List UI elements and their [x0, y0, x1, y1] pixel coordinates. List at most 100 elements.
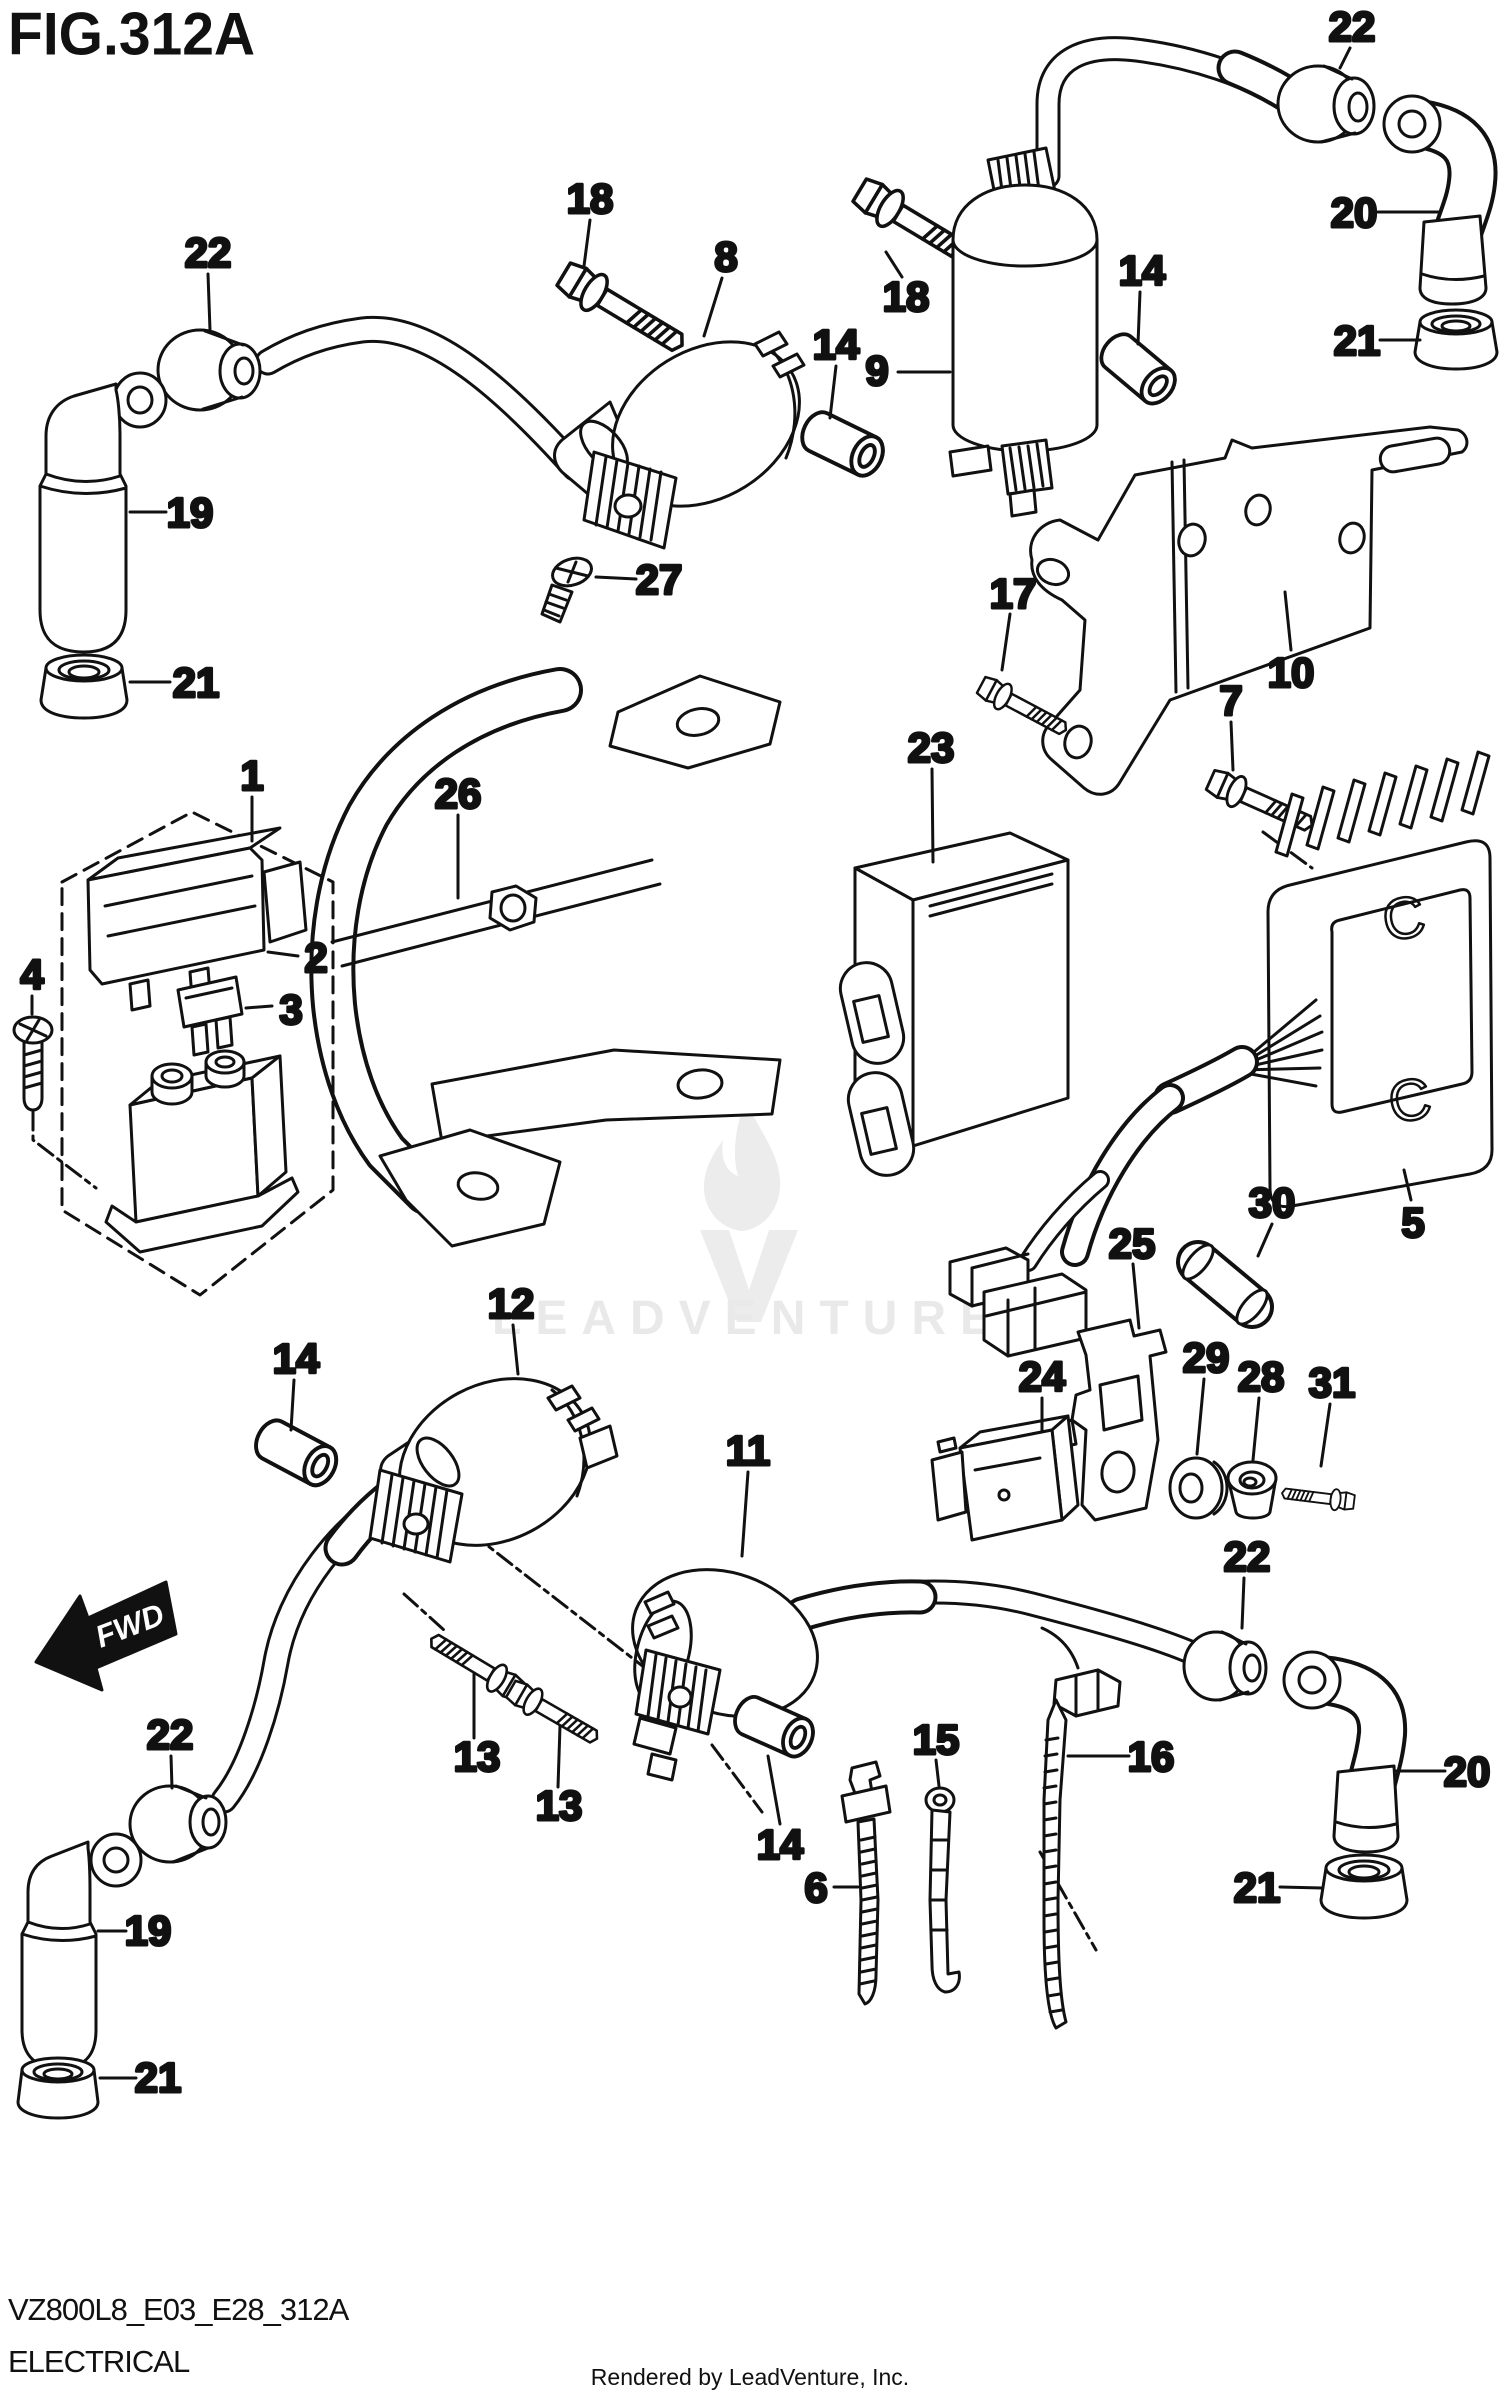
callout-20: 20 — [1331, 189, 1378, 236]
part-band-15 — [924, 1786, 961, 1994]
callout-13: 13 — [454, 1733, 501, 1780]
callout-leader-5 — [1402, 1168, 1413, 1202]
part-sensor-24 — [930, 1414, 1080, 1542]
callout-leader-15 — [934, 1758, 941, 1788]
part-grommet-22-rear-right — [1276, 64, 1376, 144]
callout-22: 22 — [185, 229, 232, 276]
callout-10: 10 — [1268, 649, 1315, 696]
watermark-text: LEADVENTURE — [492, 1292, 1006, 1345]
callout-leader-2 — [266, 950, 300, 958]
callout-15: 15 — [913, 1716, 960, 1763]
callout-leader-23 — [930, 767, 935, 864]
callout-21: 21 — [1234, 1864, 1281, 1911]
callout-13: 13 — [536, 1782, 583, 1829]
callout-leader-3 — [244, 1004, 274, 1010]
part-ecu-23 — [838, 831, 1070, 1177]
callout-11: 11 — [726, 1427, 770, 1474]
callout-8: 8 — [714, 233, 737, 280]
part-wiring-harness — [948, 998, 1324, 1358]
callout-14: 14 — [813, 321, 860, 368]
callout-3: 3 — [279, 986, 302, 1033]
watermark: LEADVENTURE — [492, 1100, 1006, 1345]
callout-leader-14 — [828, 364, 838, 420]
callout-leader-10 — [1283, 590, 1293, 652]
callout-leader-7 — [1229, 720, 1235, 772]
callout-17: 17 — [990, 570, 1037, 617]
callout-leader-12 — [511, 1323, 520, 1376]
callout-leader-14 — [766, 1754, 782, 1826]
part-strap-16 — [1040, 1626, 1122, 2030]
part-tube-30 — [1176, 1240, 1274, 1329]
footer-part-code: VZ800L8_E03_E28_312A — [8, 2292, 349, 2327]
leadventure-flame-icon — [703, 1100, 781, 1231]
part-cable-tie-6 — [840, 1760, 892, 2006]
callout-28: 28 — [1238, 1353, 1285, 1400]
part-ignition-coil-11 — [631, 1568, 1098, 1952]
callout-26: 26 — [435, 770, 482, 817]
part-grommet-22-front-lower — [128, 1784, 228, 1864]
part-washer-28 — [1226, 1460, 1278, 1520]
callout-leader-18 — [884, 250, 904, 279]
callout-29: 29 — [1183, 1334, 1230, 1381]
part-plug-cap-20-lower — [1282, 1650, 1408, 1854]
part-bolt-31 — [1279, 1481, 1357, 1514]
part-grommet-29 — [1168, 1456, 1229, 1520]
callout-9: 9 — [865, 347, 888, 394]
part-relay-assembly — [60, 810, 335, 1297]
callout-30: 30 — [1249, 1179, 1296, 1226]
callout-22: 22 — [1224, 1533, 1271, 1580]
callout-leader-30 — [1256, 1222, 1274, 1258]
callout-19: 19 — [167, 489, 214, 536]
callout-31: 31 — [1309, 1359, 1356, 1406]
callout-leader-28 — [1251, 1396, 1261, 1462]
callout-21: 21 — [1334, 317, 1381, 364]
callout-leader-25 — [1131, 1262, 1141, 1330]
callout-leader-21 — [1278, 1885, 1324, 1890]
callout-leader-29 — [1195, 1377, 1206, 1456]
callout-leader-22 — [1338, 46, 1352, 70]
footer-section-title: ELECTRICAL — [8, 2344, 190, 2379]
callout-20: 20 — [1444, 1748, 1491, 1795]
callout-14: 14 — [273, 1335, 320, 1382]
callout-leader-18 — [582, 218, 592, 268]
part-bolt-18-left — [551, 255, 695, 365]
part-plug-cap-19-front-left — [38, 371, 168, 654]
callout-leader-17 — [1000, 612, 1012, 672]
callout-14: 14 — [757, 1821, 804, 1868]
footer-credit: Rendered by LeadVenture, Inc. — [590, 2364, 910, 2390]
part-seal-21-lower-left — [16, 2056, 100, 2120]
callout-21: 21 — [135, 2054, 182, 2101]
callout-2: 2 — [304, 934, 327, 981]
callout-18: 18 — [567, 175, 614, 222]
callout-22: 22 — [147, 1711, 194, 1758]
callout-6: 6 — [804, 1864, 827, 1911]
callout-1: 1 — [240, 752, 263, 799]
part-ignition-coil-12 — [368, 1377, 647, 1670]
callout-16: 16 — [1128, 1733, 1175, 1780]
part-grommet-22-rear-lower — [1182, 1630, 1268, 1702]
callout-leader-27 — [594, 575, 638, 581]
part-bracket-26 — [309, 667, 782, 1248]
part-seal-21-lower-right — [1319, 1853, 1409, 1920]
part-seal-21-front-left — [39, 653, 129, 720]
callout-leader-22 — [206, 272, 212, 332]
callout-leader-14 — [289, 1378, 296, 1432]
part-ignition-coil-8 — [553, 330, 806, 550]
part-plug-cap-19-lower — [20, 1832, 143, 2070]
callout-19: 19 — [125, 1907, 172, 1954]
callout-12: 12 — [488, 1280, 535, 1327]
part-grommet-22-front-left — [156, 328, 262, 412]
callout-7: 7 — [1219, 677, 1242, 724]
page-title: FIG.312A — [8, 1, 256, 69]
part-bolt-13-b — [502, 1675, 606, 1753]
part-seal-21-rear-right — [1413, 308, 1499, 371]
callout-leader-11 — [740, 1470, 750, 1558]
callout-18: 18 — [883, 273, 930, 320]
callout-leader-22 — [169, 1754, 174, 1790]
part-bolt-17 — [973, 671, 1074, 744]
callout-14: 14 — [1119, 247, 1166, 294]
callout-23: 23 — [908, 724, 955, 771]
